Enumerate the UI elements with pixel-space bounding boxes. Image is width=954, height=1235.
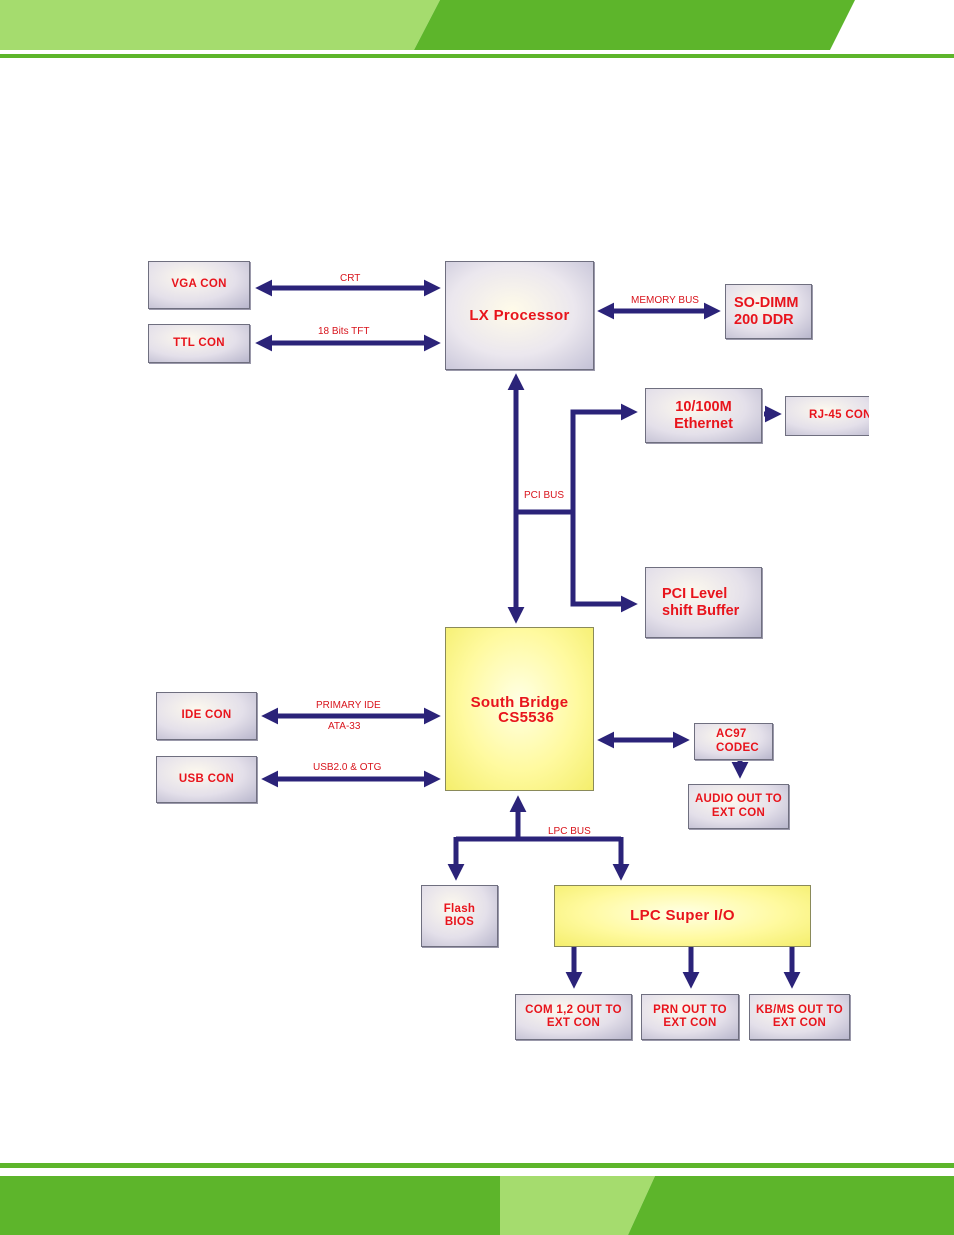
so-dimm-block: SO-DIMM 200 DDR xyxy=(725,284,812,339)
header-banner xyxy=(0,0,954,58)
vga-con-block: VGA CON xyxy=(148,261,250,309)
footer-dark-band-right xyxy=(628,1176,954,1235)
header-light-band xyxy=(0,0,440,50)
primary-ide-label: PRIMARY IDE xyxy=(316,700,381,711)
tft-label: 18 Bits TFT xyxy=(318,326,370,337)
usb-bus-label: USB2.0 & OTG xyxy=(313,762,382,773)
footer-rule xyxy=(0,1163,954,1168)
prn-out-block: PRN OUT TO EXT CON xyxy=(641,994,739,1040)
pci-ethernet-branch xyxy=(570,403,638,604)
south-bridge-block: South Bridge CS5536 xyxy=(445,627,594,791)
com-out-block: COM 1,2 OUT TO EXT CON xyxy=(515,994,632,1040)
footer-light-band xyxy=(500,1176,655,1235)
rj45-con-block: RJ-45 CON xyxy=(785,396,869,436)
audio-out-block: AUDIO OUT TO EXT CON xyxy=(688,784,789,829)
footer-dark-band-left xyxy=(0,1176,500,1235)
ac97-codec-block: AC97 CODEC xyxy=(694,723,773,760)
memory-bus-label: MEMORY BUS xyxy=(631,295,699,306)
ethernet-block: 10/100M Ethernet xyxy=(645,388,762,443)
pci-bus-label: PCI BUS xyxy=(524,490,565,501)
pci-buffer-block: PCI Level shift Buffer xyxy=(645,567,762,638)
footer-banner xyxy=(0,1163,954,1235)
usb-con-block: USB CON xyxy=(156,756,257,803)
header-rule xyxy=(0,54,954,58)
pci-buffer-branch xyxy=(570,595,638,613)
ata-label: ATA-33 xyxy=(328,721,361,732)
ide-con-block: IDE CON xyxy=(156,692,257,740)
lx-processor-block: LX Processor xyxy=(445,261,594,370)
kbms-out-block: KB/MS OUT TO EXT CON xyxy=(749,994,850,1040)
ttl-con-block: TTL CON xyxy=(148,324,250,363)
rj45-clip: RJ-45 CON xyxy=(785,396,869,436)
lpc-super-io-block: LPC Super I/O xyxy=(554,885,811,947)
lpc-bus-label: LPC BUS xyxy=(548,826,591,837)
header-dark-band xyxy=(414,0,855,50)
crt-label: CRT xyxy=(340,273,361,284)
flash-bios-block: Flash BIOS xyxy=(421,885,498,947)
